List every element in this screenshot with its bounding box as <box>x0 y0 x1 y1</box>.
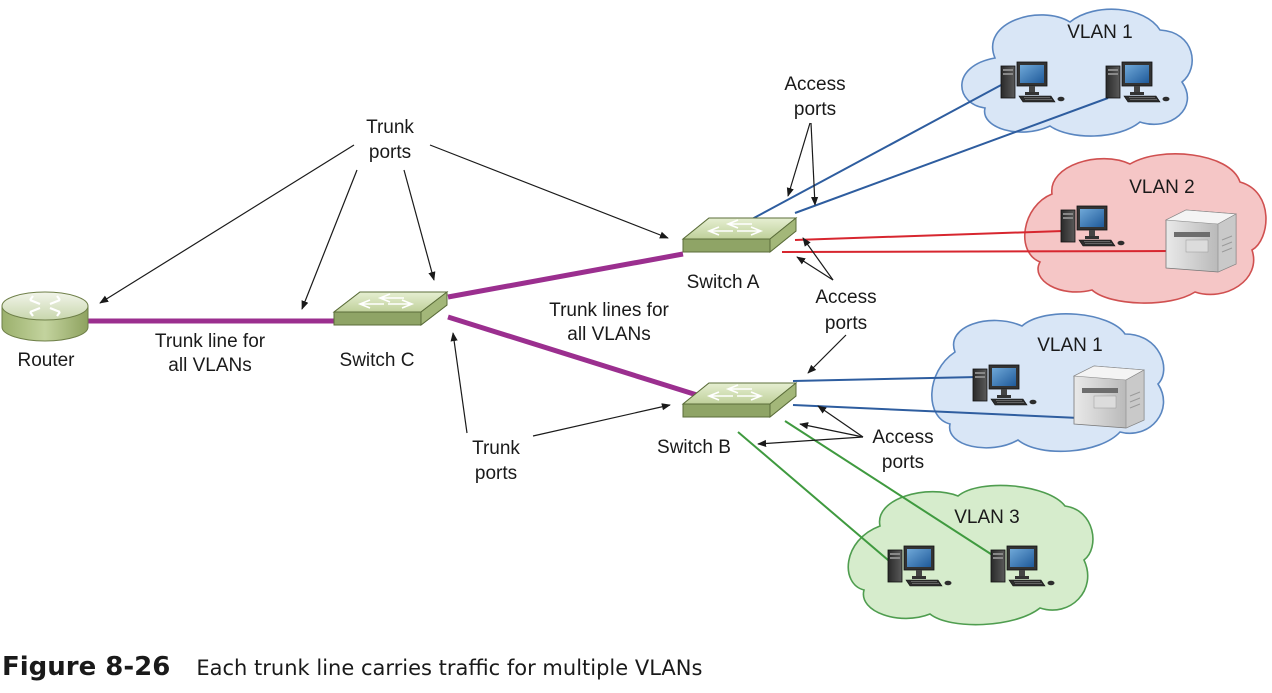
access-ports-3-label-line1: Access <box>872 427 934 448</box>
vlan3-label: VLAN 3 <box>954 507 1020 528</box>
switch-a-icon[interactable] <box>681 216 798 254</box>
figure-caption-text: Each trunk line carries traffic for mult… <box>196 656 703 680</box>
trunk-ports-bottom-label-line2: ports <box>474 463 518 484</box>
access-ports-1-label-line1: Access <box>784 74 846 95</box>
vlan2-links <box>781 230 1173 253</box>
vlan1-bottom-links <box>792 376 1102 420</box>
vlan1-top-cloud <box>961 8 1193 137</box>
switch-b-icon[interactable] <box>681 381 798 419</box>
vlan1-bottom-printer-icon[interactable] <box>1073 365 1145 429</box>
trunk-lines-label-line1: Trunk lines for <box>549 300 669 321</box>
vlan1-bottom-label: VLAN 1 <box>1037 335 1103 356</box>
callout-arrows <box>99 122 864 448</box>
trunk-line-router-label-line1: Trunk line for <box>154 331 266 352</box>
vlan3-cloud <box>847 484 1094 626</box>
trunk-lines <box>88 251 698 398</box>
router-label: Router <box>17 350 75 371</box>
access-ports-3-label-line2: ports <box>881 452 925 473</box>
vlan1-top-label: VLAN 1 <box>1067 22 1133 43</box>
trunk-line-router-label-line2: all VLANs <box>168 355 252 376</box>
trunk-ports-top-label-line1: Trunk <box>366 117 414 138</box>
vlan2-label: VLAN 2 <box>1129 177 1195 198</box>
trunk-ports-top-label-line2: ports <box>368 142 412 163</box>
router-icon[interactable] <box>1 291 89 342</box>
vlan3-links <box>737 420 998 567</box>
vlan1-top-links <box>751 83 1109 220</box>
vlan2-printer-icon[interactable] <box>1165 209 1237 273</box>
switch-a-label: Switch A <box>686 272 760 293</box>
access-ports-1-label-line2: ports <box>793 99 837 120</box>
access-ports-2-label-line1: Access <box>815 287 877 308</box>
switch-c-icon[interactable] <box>332 290 449 327</box>
switch-b-label: Switch B <box>657 437 731 458</box>
figure-number: Figure 8-26 <box>2 652 171 682</box>
figure-caption: Figure 8-26 Each trunk line carries traff… <box>2 652 702 682</box>
trunk-lines-label-line2: all VLANs <box>567 324 651 345</box>
switch-c-label: Switch C <box>339 350 415 371</box>
trunk-ports-bottom-label-line1: Trunk <box>472 438 520 459</box>
access-ports-2-label-line2: ports <box>824 313 868 334</box>
